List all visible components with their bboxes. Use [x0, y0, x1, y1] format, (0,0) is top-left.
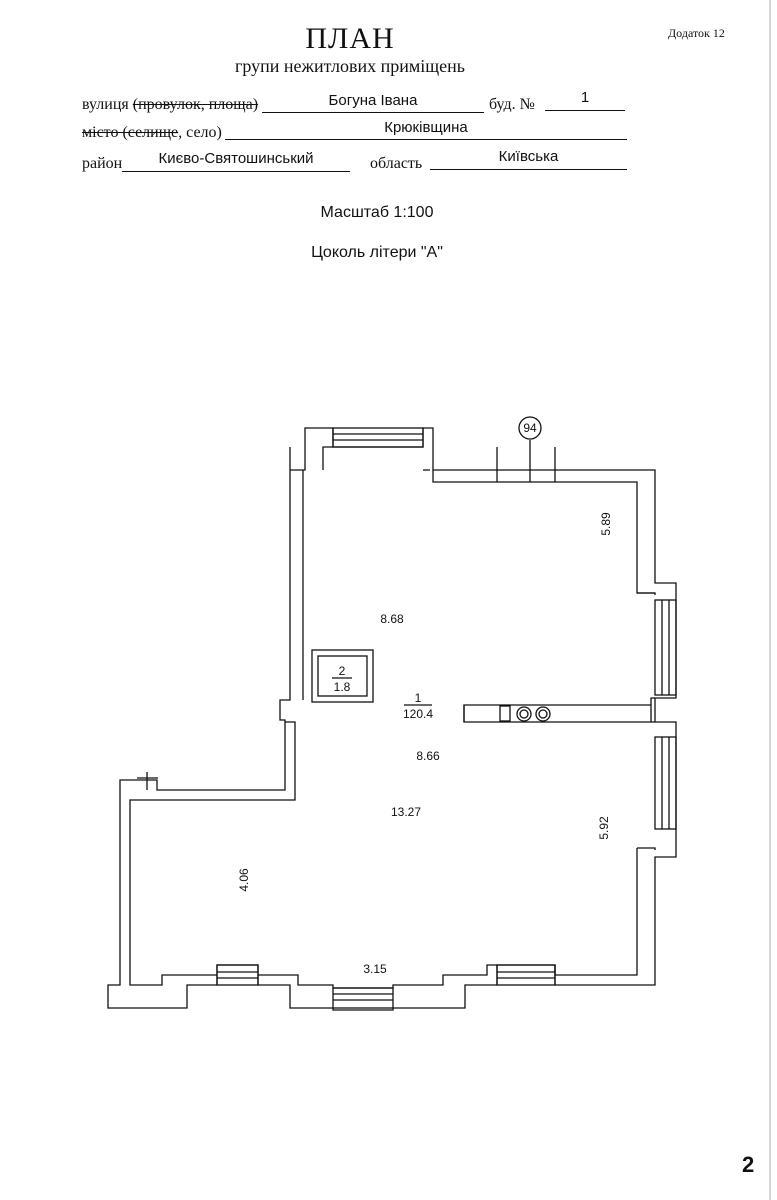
partition-wall [463, 704, 652, 723]
fixture-circle-right [535, 706, 551, 722]
scale-label: Масштаб 1:100 [320, 204, 434, 221]
appendix-label: Додаток 12 [668, 26, 725, 40]
window-bottom-left [216, 964, 259, 986]
dim-top-width: 8.68 [380, 612, 404, 626]
fixture-circle-left [516, 706, 532, 722]
street-label-row: вулиця (провулок, площа) [82, 96, 258, 114]
street-underline [262, 112, 484, 113]
room-2-number: 2 [339, 664, 346, 678]
fixture-small [499, 705, 511, 722]
document-title: ПЛАН [305, 22, 395, 55]
room-1-number: 1 [415, 691, 422, 705]
room-2-outline [311, 649, 374, 703]
building-label: буд. № [489, 96, 535, 113]
dim-right-lower: 5.92 [597, 816, 611, 840]
dim-middle-width: 8.66 [416, 749, 440, 763]
grid-marker-circle [518, 416, 542, 440]
district-value: Києво-Святошинський [158, 150, 314, 167]
city-label-rest: , село) [178, 124, 222, 141]
scan-edge [769, 0, 771, 1200]
grid-marker-label: 94 [523, 421, 537, 435]
dim-left-lower: 4.06 [237, 868, 251, 892]
street-value: Богуна Івана [328, 92, 418, 109]
building-underline [545, 110, 625, 111]
street-label-struck: (провулок, площа) [132, 96, 259, 113]
outer-wall [107, 427, 677, 1011]
region-value: Київська [498, 148, 559, 165]
window-right-lower [654, 736, 677, 830]
city-value: Крюківщина [384, 119, 468, 136]
city-underline [225, 139, 627, 140]
street-label: вулиця [82, 96, 129, 113]
dim-right-upper: 5.89 [599, 512, 613, 536]
dim-lower-width: 13.27 [391, 805, 421, 819]
room-1-area: 120.4 [403, 707, 433, 721]
window-right-upper [654, 599, 677, 696]
region-underline [430, 169, 627, 170]
district-underline [122, 171, 350, 172]
window-bottom-right [496, 964, 556, 986]
inner-wall [129, 446, 656, 989]
building-value: 1 [580, 89, 590, 106]
district-label: район [82, 155, 123, 172]
document-subtitle: групи нежитлових приміщень [235, 56, 465, 76]
city-label-struck: місто (селище [82, 124, 179, 141]
region-label: область [370, 155, 423, 172]
window-top [332, 427, 424, 448]
city-label-row: місто (селище, село) [82, 124, 222, 142]
entrance-mark [137, 772, 158, 790]
floor-caption: Цоколь літери "А" [311, 244, 443, 261]
page-number: 2 [742, 1152, 755, 1177]
room-2-area: 1.8 [334, 680, 351, 694]
window-bottom-center [332, 987, 394, 1009]
dim-bottom-segment: 3.15 [363, 962, 387, 976]
